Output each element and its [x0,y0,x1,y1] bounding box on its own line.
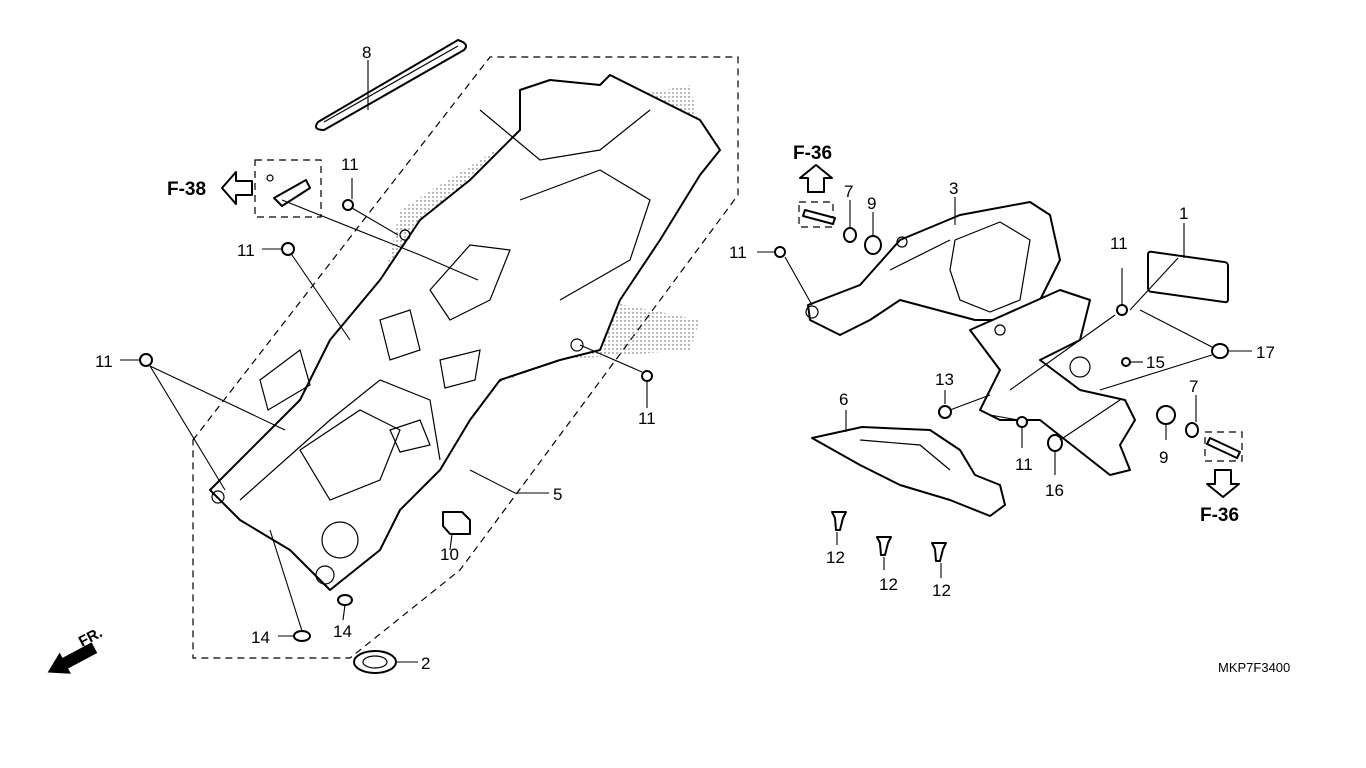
callout-17[interactable]: 17 [1256,343,1275,362]
grommet-part-14a[interactable] [293,630,311,642]
bolt-detail-box [798,201,834,228]
assembly-boundary [192,56,739,659]
callout-12[interactable]: 12 [826,548,845,567]
bolt-part-7a[interactable] [802,209,836,225]
bracket-detail-box [254,159,322,218]
callout-11[interactable]: 11 [638,409,656,428]
nut-part-11a[interactable] [342,199,354,211]
rear-fender-group: F-36 [729,143,1275,600]
callout-11[interactable]: 11 [1015,455,1033,474]
callout-14[interactable]: 14 [333,622,352,641]
front-direction-label: FR. [76,624,105,650]
ref-f38-label[interactable]: F-38 [167,179,206,200]
grommet-part-14b[interactable] [337,594,353,606]
ref-f36-bottom-label[interactable]: F-36 [1200,505,1239,526]
callout-12[interactable]: 12 [879,575,898,594]
callout-11[interactable]: 11 [1110,234,1128,253]
ref-arrow-up [799,164,833,193]
callout-15[interactable]: 15 [1146,353,1165,372]
bolt-part-11f[interactable] [1116,304,1128,316]
callout-3[interactable]: 3 [949,179,958,198]
callout-14[interactable]: 14 [251,628,270,647]
screw-part-12a[interactable] [831,511,847,531]
collar-part-7b[interactable] [1185,422,1199,438]
nut-part-11c[interactable] [139,353,153,367]
reflector-part-1[interactable] [1147,250,1229,304]
callout-2[interactable]: 2 [421,654,430,673]
inner-fender-body-part-5[interactable] [209,74,721,591]
nut-part-11b[interactable] [281,242,295,256]
pad-part-10[interactable] [442,511,471,535]
callout-6[interactable]: 6 [839,390,848,409]
clip-part-15[interactable] [1121,357,1131,367]
callout-11[interactable]: 11 [729,243,747,262]
callout-10[interactable]: 10 [440,545,459,564]
callout-8[interactable]: 8 [362,43,371,62]
callout-9[interactable]: 9 [867,194,876,213]
rubber-part-9b[interactable] [1156,405,1176,425]
bolt-part-11e[interactable] [774,246,786,258]
grommet-part-2[interactable] [353,650,397,674]
bolt-part-11g[interactable] [1016,416,1028,428]
callout-13[interactable]: 13 [935,370,954,389]
washer-part-16[interactable] [1047,434,1063,452]
callout-11[interactable]: 11 [237,241,255,260]
rubber-part-9a[interactable] [864,235,882,255]
collar-part-7a[interactable] [843,227,857,243]
bolt-detail-box-b [1204,431,1243,462]
callout-11[interactable]: 11 [95,352,113,371]
callout-5[interactable]: 5 [553,485,562,504]
callout-7[interactable]: 7 [844,182,853,201]
callout-9[interactable]: 9 [1159,448,1168,467]
callout-11[interactable]: 11 [341,155,359,174]
ref-arrow-down [1206,469,1240,498]
screw-part-12c[interactable] [931,542,947,562]
screw-part-12b[interactable] [876,536,892,556]
diagram-code: MKP7F3400 [1218,660,1290,675]
bolt-part-7b[interactable] [1206,437,1241,459]
front-direction-arrow [47,642,98,674]
splash-guard-part-6[interactable] [811,426,1006,517]
nut-part-11d[interactable] [641,370,653,382]
callout-1[interactable]: 1 [1179,204,1188,223]
callout-7[interactable]: 7 [1189,377,1198,396]
bracket-detail [273,179,311,207]
ref-f36-top-label[interactable]: F-36 [793,143,832,164]
nut-part-13[interactable] [938,405,952,419]
callout-12[interactable]: 12 [932,581,951,600]
washer-part-17[interactable] [1211,343,1229,359]
ref-arrow-left [221,171,253,205]
inner-fender-group: F-38 8 11 11 11 11 5 10 14 14 2 FR. [47,39,739,674]
callout-16[interactable]: 16 [1045,481,1064,500]
